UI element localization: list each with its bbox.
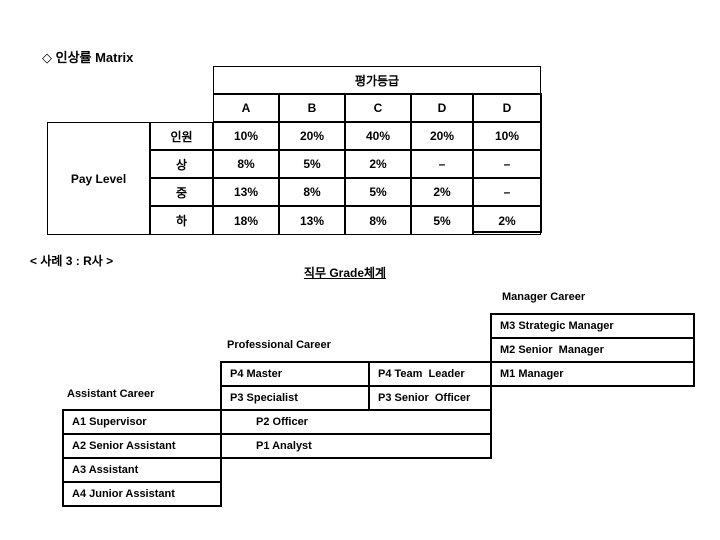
professional-career-label: Professional Career bbox=[227, 339, 331, 351]
grade-box-p2-officer: P2 Officer bbox=[256, 416, 308, 428]
grade-box-a1: A1 Supervisor bbox=[72, 416, 147, 428]
matrix-cell: 10% bbox=[213, 122, 279, 150]
matrix-cell: 2% bbox=[345, 150, 411, 178]
matrix-cell: 40% bbox=[345, 122, 411, 150]
matrix-col-header: D bbox=[411, 94, 473, 122]
matrix-col-header: D bbox=[473, 94, 541, 122]
grade-box-m2: M2 Senior Manager bbox=[492, 337, 693, 361]
grade-box-p3-specialist: P3 Specialist bbox=[230, 392, 298, 404]
grade-row-p3: P3 Specialist P3 Senior Officer bbox=[222, 385, 490, 409]
matrix-col-header: C bbox=[345, 94, 411, 122]
matrix-cell: 8% bbox=[213, 150, 279, 178]
grade-chart-title: 직무 Grade체계 bbox=[303, 266, 387, 280]
matrix-row-label: 인원 bbox=[150, 122, 213, 150]
matrix-cell: 10% bbox=[473, 122, 541, 150]
matrix-cell: 20% bbox=[279, 122, 345, 150]
grade-box-m1: M1 Manager bbox=[492, 361, 693, 385]
grade-box-m3: M3 Strategic Manager bbox=[500, 320, 614, 332]
grade-row-p1: P1 Analyst bbox=[222, 433, 490, 457]
matrix-group-header: 평가등급 bbox=[213, 66, 541, 94]
matrix-cell: – bbox=[411, 150, 473, 178]
assistant-career-track: A1 Supervisor A2 Senior Assistant A3 Ass… bbox=[62, 409, 222, 507]
professional-career-track: P4 Master P4 Team Leader P3 Specialist P… bbox=[220, 361, 492, 459]
grade-box-p3-senior-officer: P3 Senior Officer bbox=[368, 387, 490, 409]
assistant-career-label: Assistant Career bbox=[67, 388, 155, 400]
matrix-corner-label: Pay Level bbox=[47, 122, 150, 235]
matrix-cell: – bbox=[473, 178, 541, 206]
matrix-row-label: 하 bbox=[150, 206, 213, 235]
matrix-row-label: 중 bbox=[150, 178, 213, 206]
matrix-cell: 8% bbox=[279, 178, 345, 206]
matrix-cell: 20% bbox=[411, 122, 473, 150]
matrix-col-header: A bbox=[213, 94, 279, 122]
matrix-cell: 2% bbox=[473, 206, 541, 235]
grade-box-p4-master: P4 Master bbox=[230, 368, 282, 380]
matrix-cell: 5% bbox=[279, 150, 345, 178]
matrix-cell: 5% bbox=[345, 178, 411, 206]
matrix-cell: 18% bbox=[213, 206, 279, 235]
manager-career-label: Manager Career bbox=[502, 291, 586, 303]
grade-box-a3: A3 Assistant bbox=[64, 457, 220, 481]
grade-box-p1-analyst: P1 Analyst bbox=[256, 440, 312, 452]
grade-box-p4-team-leader: P4 Team Leader bbox=[368, 363, 490, 385]
matrix-cell: 13% bbox=[279, 206, 345, 235]
grade-row-p4: P4 Master P4 Team Leader bbox=[222, 363, 490, 385]
case-label: < 사례 3 : R사 > bbox=[30, 254, 114, 268]
matrix-cell: – bbox=[473, 150, 541, 178]
matrix-row-label: 상 bbox=[150, 150, 213, 178]
page-title: ◇ 인상률 Matrix bbox=[42, 50, 134, 65]
manager-career-track: M3 Strategic Manager M2 Senior Manager M… bbox=[490, 313, 695, 387]
grade-box-a4: A4 Junior Assistant bbox=[64, 481, 220, 505]
matrix-col-header: B bbox=[279, 94, 345, 122]
grade-box-a2: A2 Senior Assistant bbox=[64, 433, 220, 457]
matrix-cell: 13% bbox=[213, 178, 279, 206]
matrix-cell: 5% bbox=[411, 206, 473, 235]
matrix-cell: 2% bbox=[411, 178, 473, 206]
matrix-cell: 8% bbox=[345, 206, 411, 235]
grade-row-p2: P2 Officer bbox=[222, 409, 490, 433]
